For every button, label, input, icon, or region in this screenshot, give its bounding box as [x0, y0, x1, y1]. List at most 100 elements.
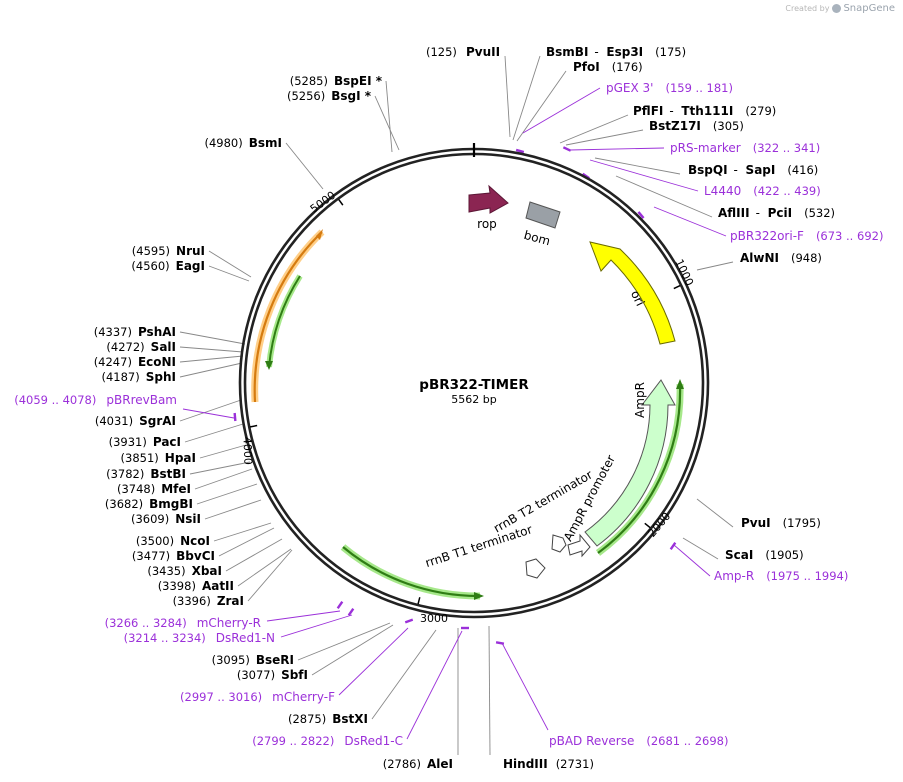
leader-line: [682, 537, 719, 560]
leader-line: [504, 55, 511, 138]
enzyme-position: (4560): [131, 259, 169, 273]
scale-tick: [417, 597, 421, 605]
rop-feature: [468, 184, 509, 214]
enzyme-name: Tth111I: [681, 104, 733, 118]
primer-name: Amp-R: [714, 569, 754, 583]
primer-range: (1975 .. 1994): [766, 569, 848, 583]
primer-leader-line: [182, 408, 235, 419]
leader-line: [179, 346, 244, 353]
enzyme-name: PflFI: [633, 104, 663, 118]
enzyme-name: ZraI: [217, 594, 244, 608]
enzyme-name: AatII: [202, 579, 234, 593]
leader-line: [189, 461, 251, 475]
leader-line: [385, 80, 393, 153]
enzyme-name: SbfI: [281, 668, 308, 682]
leader-line: [196, 483, 258, 505]
leader-line: [297, 622, 391, 661]
scale-tick: [644, 522, 651, 529]
enzyme-position: (4031): [95, 414, 133, 428]
enzyme-position: (4980): [204, 136, 242, 150]
primer-range: (2997 .. 3016): [180, 690, 262, 704]
enzyme-position: (3435): [147, 564, 185, 578]
leader-line: [512, 55, 541, 141]
enzyme-separator: -: [756, 206, 760, 220]
ori-feature: [589, 241, 676, 345]
enzyme-position: (5285): [290, 74, 328, 88]
enzyme-position: (4595): [132, 244, 170, 258]
primer-site-mark: [233, 412, 237, 422]
leader-line: [488, 625, 491, 756]
enzyme-position: (532): [804, 206, 835, 220]
primer-leader-line: [338, 627, 409, 696]
primer-site-mark: [347, 608, 355, 616]
bom-label: bom: [522, 228, 551, 248]
enzyme-position: (416): [787, 163, 818, 177]
green-arc-left: [268, 275, 301, 368]
ampr-feature: [584, 379, 676, 547]
enzyme-position: (3477): [132, 549, 170, 563]
primer-leader-line: [522, 87, 601, 134]
scale-tick-label: 3000: [420, 612, 448, 625]
leader-line: [696, 261, 734, 271]
leader-line: [179, 331, 246, 345]
green-arc-left-glow: [266, 274, 303, 368]
plasmid-name: pBR322-TIMER: [419, 377, 529, 393]
enzyme-position: (3396): [173, 594, 211, 608]
primer-leader-line: [280, 614, 353, 638]
enzyme-name: XbaI: [192, 564, 222, 578]
leader-line: [179, 399, 242, 422]
primer-leader-line: [589, 159, 699, 192]
enzyme-name: PvuI: [741, 516, 771, 530]
primer-name: pBAD Reverse: [549, 734, 634, 748]
enzyme-name: BsmBI: [546, 45, 588, 59]
primer-range: (422 .. 439): [753, 184, 821, 198]
leader-line: [225, 538, 283, 572]
primer-site-mark: [336, 601, 344, 609]
enzyme-name: PacI: [153, 435, 181, 449]
enzyme-name: EagI: [176, 259, 205, 273]
primer-name: mCherry-F: [272, 690, 335, 704]
primer-site-mark: [562, 146, 572, 152]
leader-line: [213, 522, 272, 542]
enzyme-position: (3782): [106, 467, 144, 481]
enzyme-name: BstXI: [332, 712, 368, 726]
feature-arrows: [251, 184, 684, 600]
enzyme-position: (1905): [765, 548, 803, 562]
green-arc-right: [597, 383, 682, 554]
enzyme-separator: -: [669, 104, 673, 118]
green-arc-right-head: [676, 379, 684, 389]
enzyme-name: AlwNI: [740, 251, 779, 265]
leader-line: [247, 549, 293, 602]
enzyme-name: NsiI: [175, 512, 201, 526]
enzyme-position: (4272): [106, 340, 144, 354]
green-arc-bottom-head: [474, 592, 484, 600]
enzyme-name: BsgI *: [331, 89, 372, 103]
enzyme-name: Esp3I: [606, 45, 643, 59]
enzyme-position: (2731): [556, 757, 594, 771]
enzyme-name: ScaI: [725, 548, 753, 562]
enzyme-position: (125): [426, 45, 457, 59]
enzyme-name: SapI: [746, 163, 776, 177]
enzyme-name: EcoNI: [138, 355, 176, 369]
enzyme-position: (3931): [109, 435, 147, 449]
enzyme-name: MfeI: [161, 482, 191, 496]
scale-tick: [250, 424, 258, 428]
enzyme-name: HindIII: [503, 757, 548, 771]
enzyme-name: BseRI: [256, 653, 294, 667]
enzyme-name: PciI: [768, 206, 793, 220]
enzyme-position: (2875): [288, 712, 326, 726]
enzyme-name: SphI: [146, 370, 176, 384]
enzyme-name: NruI: [176, 244, 205, 258]
leader-line: [184, 423, 244, 443]
primer-range: (673 .. 692): [816, 229, 884, 243]
leader-line: [565, 129, 644, 146]
primer-name: pRS-marker: [670, 141, 741, 155]
scale-tick: [673, 284, 681, 290]
enzyme-position: (3748): [117, 482, 155, 496]
primer-site-mark: [461, 626, 469, 630]
plasmid-length: 5562 bp: [451, 393, 496, 406]
enzyme-name: PvuII: [466, 45, 500, 59]
